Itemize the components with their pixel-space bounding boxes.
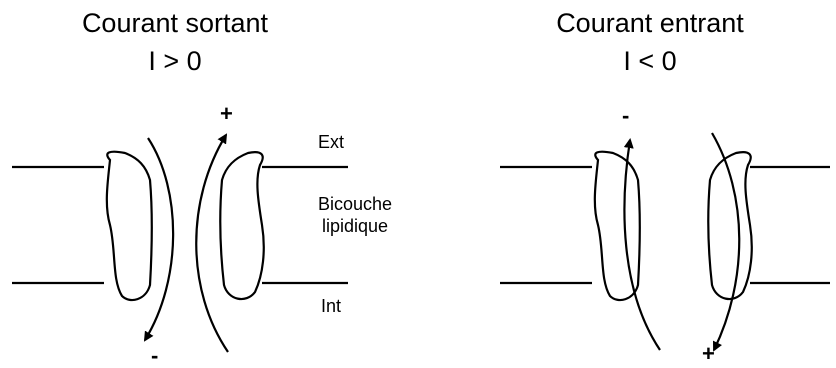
left-sign-bottom: - bbox=[151, 343, 159, 368]
left-arrow-up bbox=[195, 133, 229, 353]
left-channel bbox=[12, 133, 348, 353]
right-panel-title: Courant entrant bbox=[556, 8, 744, 38]
right-panel-condition: I < 0 bbox=[623, 46, 677, 76]
ext-label: Ext bbox=[317, 132, 344, 152]
right-sign-bottom: + bbox=[702, 341, 715, 366]
right-protein-subunit-1 bbox=[593, 150, 641, 302]
left-arrow-down bbox=[143, 137, 175, 342]
right-arrow-up bbox=[623, 138, 661, 351]
right-protein-subunit-2 bbox=[707, 151, 753, 301]
left-panel-title: Courant sortant bbox=[81, 8, 269, 38]
left-protein-subunit-2 bbox=[219, 151, 265, 301]
bilayer-label-line1: Bicouche bbox=[317, 194, 393, 214]
int-label: Int bbox=[320, 296, 341, 316]
left-sign-top: + bbox=[220, 101, 233, 126]
right-channel bbox=[500, 132, 830, 352]
right-arrow-down bbox=[711, 132, 741, 352]
left-panel-condition: I > 0 bbox=[148, 46, 202, 76]
right-sign-top: - bbox=[622, 103, 630, 128]
bilayer-label-line2: lipidique bbox=[321, 216, 389, 236]
left-protein-subunit-1 bbox=[105, 150, 153, 302]
